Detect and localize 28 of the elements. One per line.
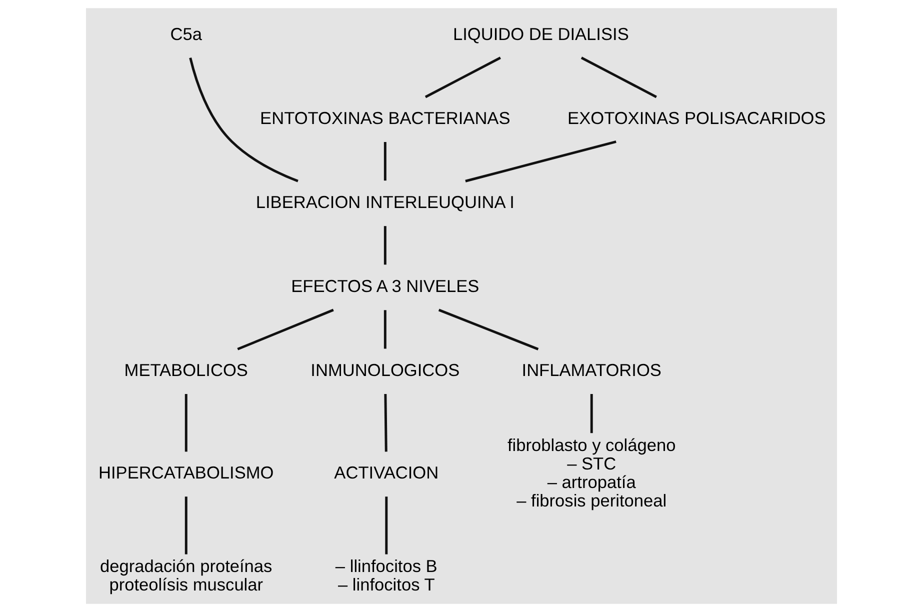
node-text: HIPERCATABOLISMO	[98, 462, 274, 483]
node-text: C5a	[170, 24, 202, 44]
connector	[438, 308, 539, 350]
node-text: EXOTOXINAS POLISACARIDOS	[568, 108, 826, 128]
connector	[184, 496, 188, 554]
connector	[184, 394, 188, 452]
connector	[384, 226, 386, 265]
connector	[385, 496, 388, 554]
node-text: LIQUIDO DE DIALISIS	[452, 24, 629, 44]
connector	[590, 394, 593, 434]
node-text: METABOLICOS	[124, 360, 248, 380]
connector	[384, 310, 386, 349]
node-text: LIBERACION INTERLEUQUINA I	[256, 192, 514, 212]
connector	[580, 56, 657, 98]
node-text: ACTIVACION	[334, 462, 439, 483]
node-text: – llinfocitos B – linfocitos T	[335, 556, 438, 595]
node-text: INFLAMATORIOS	[522, 360, 662, 380]
node-text: EFECTOS A 3 NIVELES	[291, 276, 480, 296]
connector	[465, 140, 616, 182]
connector	[424, 56, 501, 98]
node-text: INMUNOLOGICOS	[310, 360, 460, 380]
connector	[237, 308, 334, 350]
node-text: degradación proteínas proteolísis muscular	[100, 556, 272, 595]
connector	[384, 142, 386, 181]
connector	[189, 58, 298, 182]
node-text: ENTOTOXINAS BACTERIANAS	[260, 108, 510, 128]
connector	[384, 394, 388, 452]
node-text: fibroblasto y colágeno – STC – artropatía – fibrosis peritoneal	[507, 434, 676, 511]
